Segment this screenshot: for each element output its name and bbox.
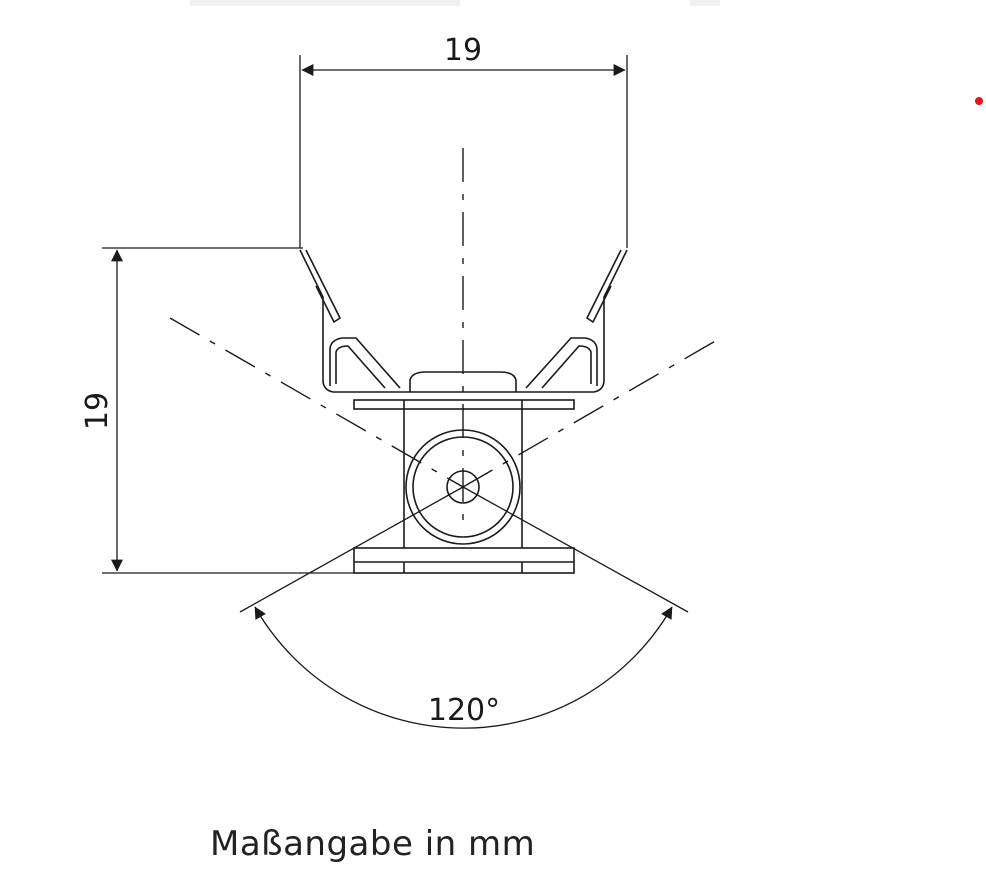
center-lines [169, 148, 725, 520]
hinge-inner-circle [412, 436, 514, 538]
width-dimension: 19 [299, 33, 628, 248]
base-plate [353, 547, 575, 574]
right-clip-inner-fold [541, 345, 592, 389]
right-clip-outer [522, 249, 628, 393]
angle-dimension-label: 120° [428, 693, 500, 728]
right-beam-axis [462, 335, 725, 488]
hinge-pin-circle [446, 470, 480, 504]
left-clip-outer [299, 249, 404, 393]
upper-plate-rect [353, 399, 575, 410]
units-caption: Maßangabe in mm [210, 824, 536, 864]
angle-extension-right [462, 486, 689, 613]
left-clip-inner-fold [335, 345, 386, 389]
width-dimension-label: 19 [444, 33, 482, 68]
spring-clip [299, 249, 628, 393]
right-clip-tip [585, 249, 622, 324]
angle-extension-left [239, 486, 464, 613]
height-dimension: 19 [80, 247, 354, 574]
left-clip-inner [329, 337, 401, 389]
upper-plate [353, 399, 575, 410]
base-plate-rect [353, 547, 575, 574]
angle-dimension: 120° [239, 486, 689, 729]
angle-arc [254, 606, 673, 729]
top-fade-bar [690, 0, 720, 6]
top-fade-bar [190, 0, 460, 6]
hinge-outer-circle [405, 429, 521, 545]
left-clip-tip [305, 249, 342, 324]
red-dot-indicator [975, 97, 983, 105]
hinge-body [403, 400, 523, 548]
height-dimension-label: 19 [80, 392, 115, 430]
top-cap [409, 371, 517, 392]
right-clip-inner [525, 337, 598, 389]
